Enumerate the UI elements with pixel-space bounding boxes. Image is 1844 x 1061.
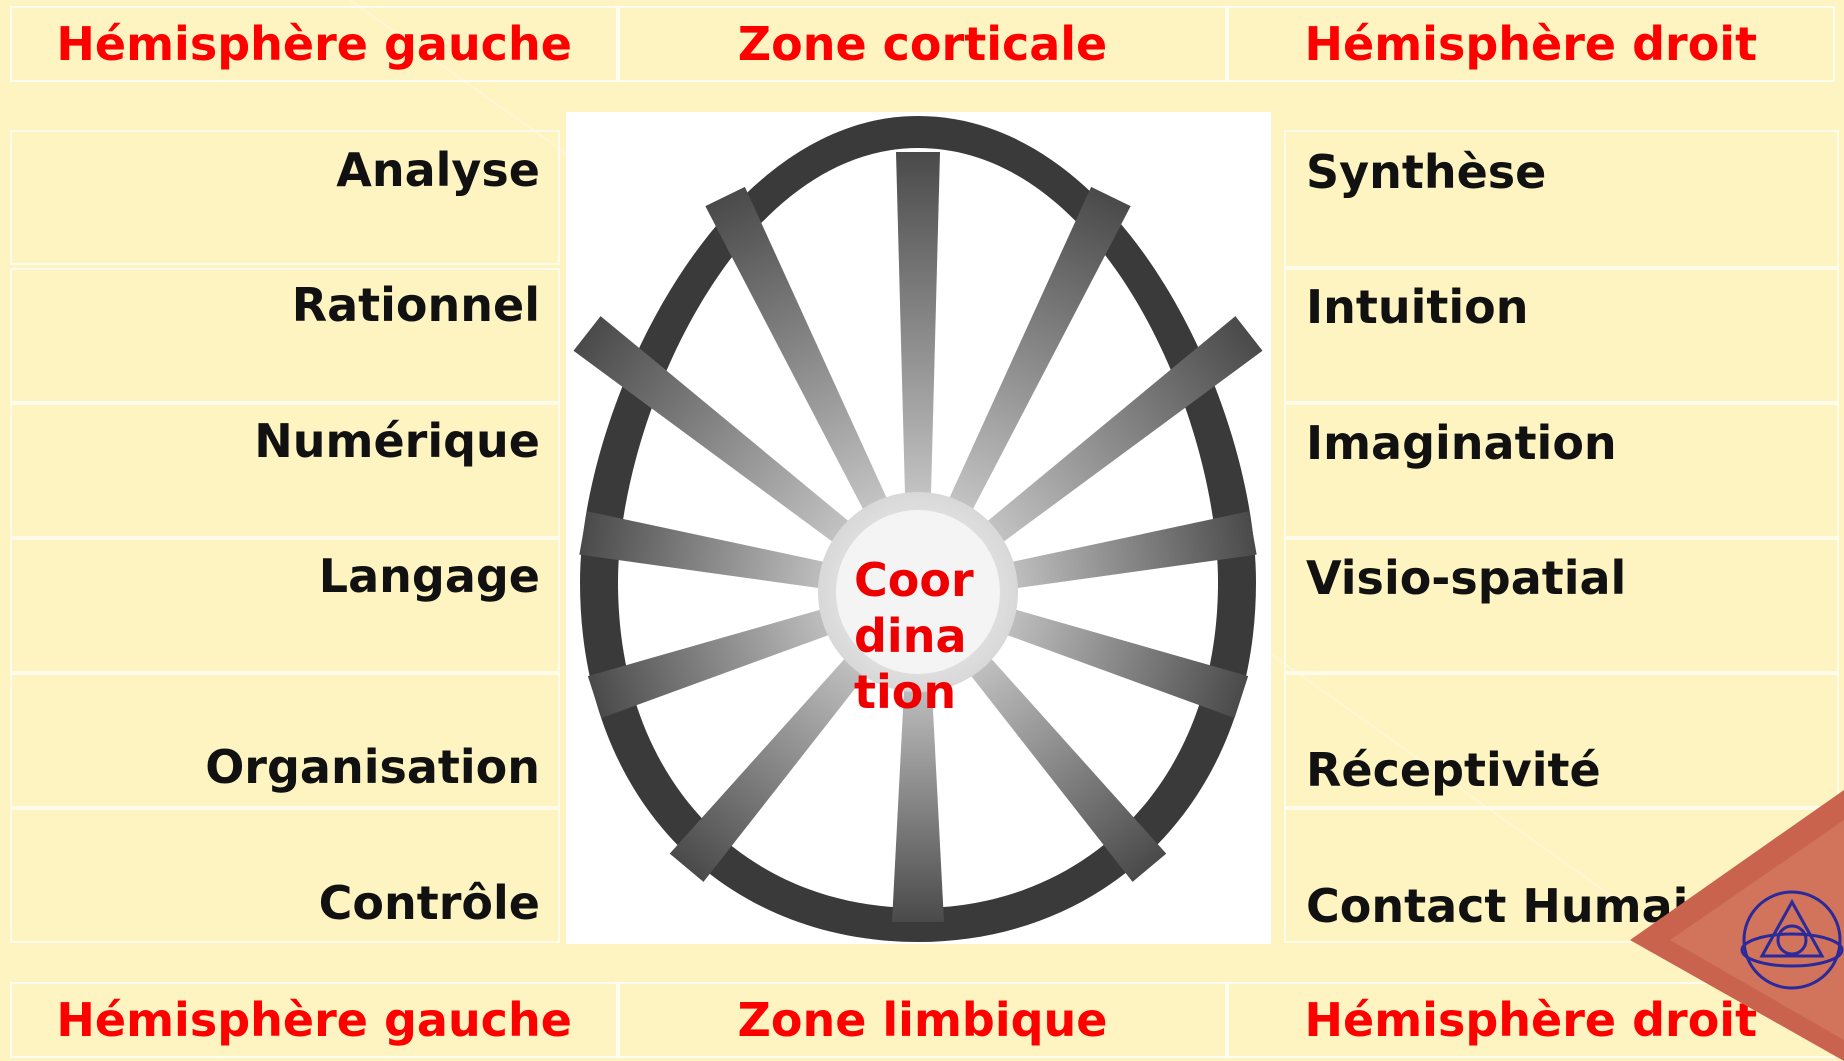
left-label-analyse: Analyse (10, 143, 540, 197)
brain-diagram-panel (566, 112, 1271, 944)
left-label-organisation: Organisation (10, 740, 540, 794)
right-label-synthese: Synthèse (1306, 145, 1546, 199)
header-left-hemisphere: Hémisphère gauche (10, 6, 618, 82)
left-label-controle: Contrôle (10, 876, 540, 930)
left-label-langage: Langage (10, 549, 540, 603)
brain-ring-diagram (566, 112, 1271, 944)
footer-left-hemisphere: Hémisphère gauche (10, 982, 618, 1058)
left-label-rationnel: Rationnel (10, 278, 540, 332)
left-label-numerique: Numérique (10, 414, 540, 468)
header-row: Hémisphère gauche Zone corticale Hémisph… (10, 6, 1835, 82)
footer-limbic-zone: Zone limbique (618, 982, 1226, 1058)
coordination-label: Coor dina tion (854, 552, 994, 720)
right-label-receptivite: Réceptivité (1306, 743, 1601, 797)
footer-row: Hémisphère gauche Zone limbique Hémisphè… (10, 982, 1835, 1058)
corner-decoration (1630, 790, 1844, 1061)
right-label-imagination: Imagination (1306, 416, 1617, 470)
coordination-line-1: Coor (854, 552, 994, 608)
coordination-line-3: tion (854, 664, 994, 720)
coordination-line-2: dina (854, 608, 994, 664)
right-label-visio-spatial: Visio-spatial (1306, 551, 1626, 605)
right-label-intuition: Intuition (1306, 280, 1528, 334)
header-right-hemisphere: Hémisphère droit (1227, 6, 1835, 82)
header-cortical-zone: Zone corticale (618, 6, 1226, 82)
